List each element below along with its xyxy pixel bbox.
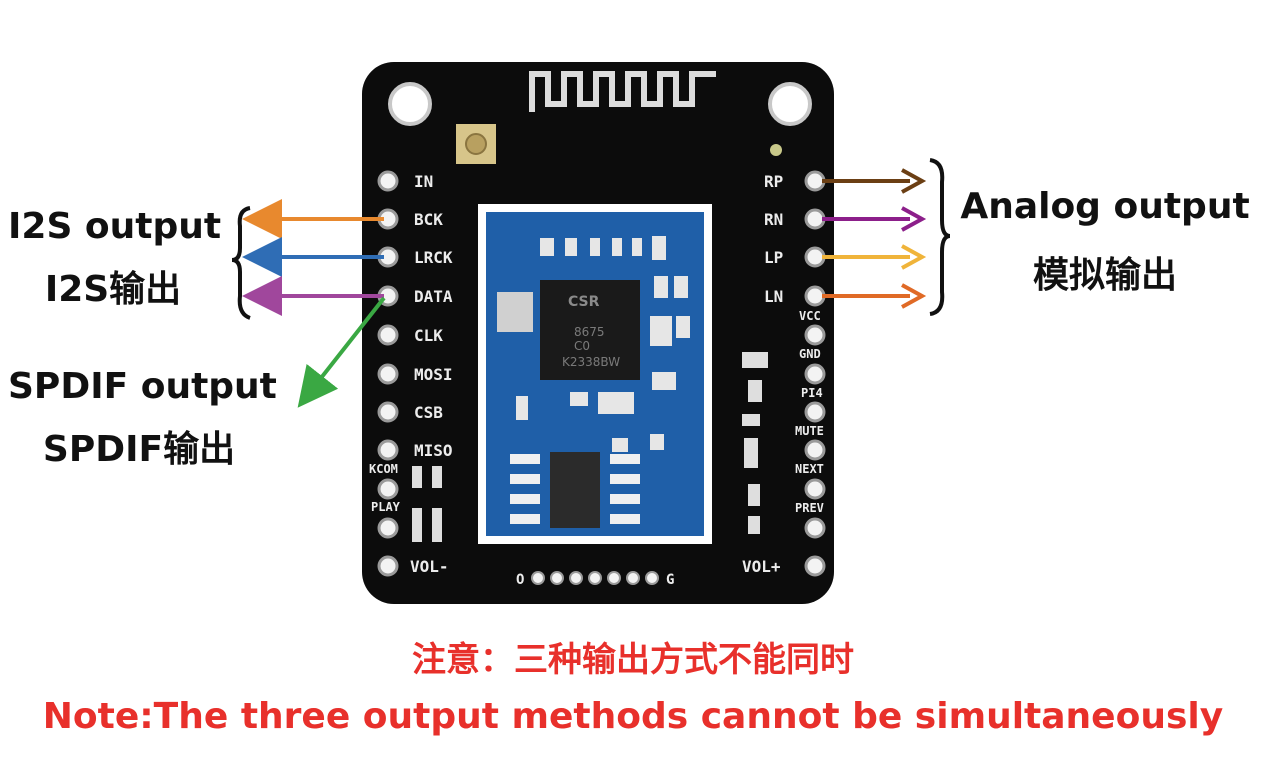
note-chinese: 注意：三种输出方式不能同时 <box>412 640 854 680</box>
pin-label-pi4: PI4 <box>801 386 823 400</box>
csr-chip <box>540 280 640 380</box>
pin-label-vol-minus: VOL- <box>410 557 449 576</box>
pin-label-gnd: GND <box>799 347 821 361</box>
pin-label-in: IN <box>414 172 433 191</box>
components <box>516 236 690 452</box>
mount-hole <box>388 82 432 126</box>
left-side-components <box>412 466 442 542</box>
led-indicator <box>770 144 782 156</box>
flash-chip <box>550 452 600 528</box>
pin-label-miso: MISO <box>414 441 453 460</box>
pin-label-o: O <box>516 572 524 588</box>
pin-label-g: G <box>666 572 674 588</box>
crystal <box>497 292 533 332</box>
pin-label-mosi: MOSI <box>414 365 453 384</box>
pin-label-ln: LN <box>764 287 783 306</box>
analog-brace <box>929 158 951 316</box>
spdif-label-en: SPDIF output <box>8 366 277 407</box>
antenna-trace <box>529 71 716 112</box>
right-side-components <box>742 352 768 534</box>
right-pin-holes <box>804 170 826 577</box>
pin-label-vol-plus: VOL+ <box>742 557 781 576</box>
note-english: Note:The three output methods cannot be … <box>42 696 1224 737</box>
mount-hole <box>768 82 812 126</box>
pin-label-rn: RN <box>764 210 783 229</box>
pin-label-play: PLAY <box>371 500 401 514</box>
pin-label-bck: BCK <box>414 210 443 229</box>
pin-label-prev: PREV <box>795 501 824 515</box>
analog-label-cn: 模拟输出 <box>1032 255 1177 296</box>
pin-label-lp: LP <box>764 248 783 267</box>
pin-label-csb: CSB <box>414 403 443 422</box>
i2s-label-en: I2S output <box>8 206 222 247</box>
chip-brand: CSR <box>568 294 600 310</box>
pin-label-lrck: LRCK <box>414 248 453 267</box>
i2s-label-cn: I2S输出 <box>44 269 182 310</box>
i2s-brace <box>231 206 251 320</box>
pin-label-clk: CLK <box>414 326 443 345</box>
left-pin-holes <box>377 170 399 577</box>
pin-label-vcc: VCC <box>799 309 821 323</box>
chip-code: K2338BW <box>562 355 620 369</box>
pin-label-mute: MUTE <box>795 424 824 438</box>
chip-rev: C0 <box>574 339 590 353</box>
pin-label-next: NEXT <box>795 462 824 476</box>
analog-label-en: Analog output <box>960 186 1250 227</box>
spdif-label-cn: SPDIF输出 <box>42 429 236 470</box>
pin-label-data: DATA <box>414 287 453 306</box>
chip-model: 8675 <box>574 325 605 339</box>
pin-label-kcom: KCOM <box>369 462 398 476</box>
pin-label-rp: RP <box>764 172 783 191</box>
spdif-arrow <box>297 296 386 408</box>
bottom-pin-holes <box>531 571 659 585</box>
pads <box>510 454 640 524</box>
